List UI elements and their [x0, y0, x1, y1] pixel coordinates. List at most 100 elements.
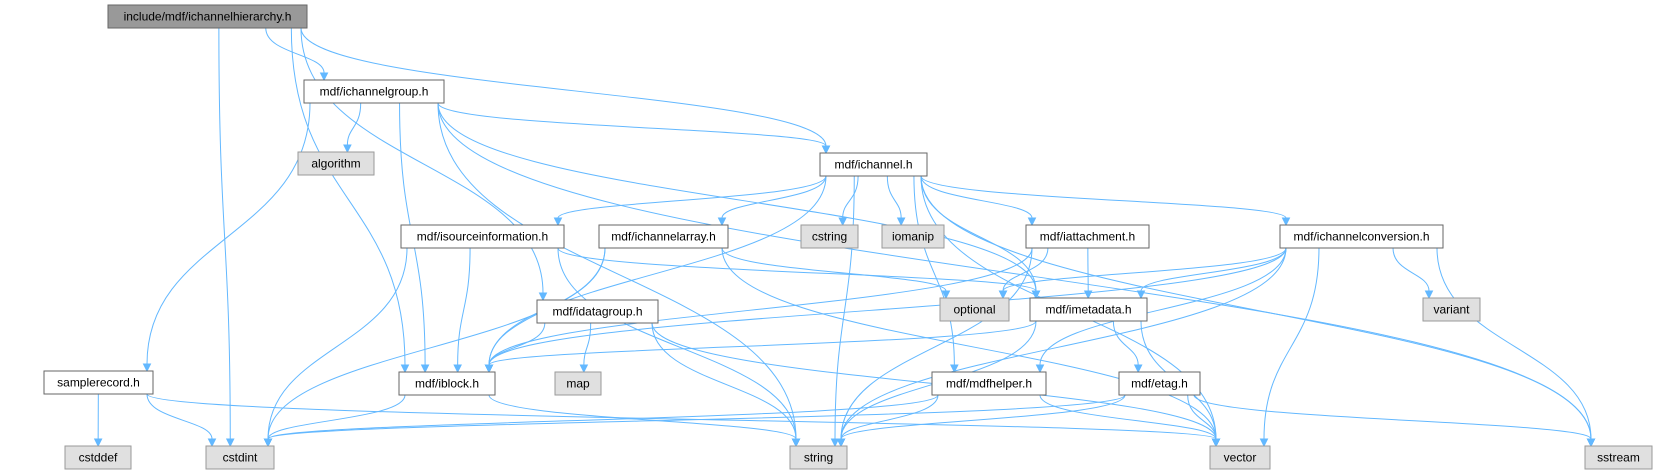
node-vector[interactable]: vector [1209, 445, 1271, 470]
node-iomanip[interactable]: iomanip [881, 224, 945, 249]
edge-arrowhead-etag-to-sstream [1586, 438, 1596, 448]
edge-arrowhead-ichannel-to-mdfhelper [950, 364, 959, 374]
edge-arrowhead-iattachment-to-imetadata [1083, 290, 1093, 300]
edge-etag-to-string [840, 394, 1126, 440]
node-box-cstring [800, 224, 859, 249]
node-label-etag: mdf/etag.h [1131, 377, 1188, 391]
node-mdfhelper[interactable]: mdf/mdfhelper.h [931, 371, 1047, 396]
edge-ichannel-to-cstring [842, 175, 859, 219]
node-box-string [789, 445, 848, 470]
edge-ichannelconversion-to-optional [1002, 247, 1287, 292]
node-ichannelgroup[interactable]: mdf/ichannelgroup.h [303, 79, 445, 104]
node-label-mdfhelper: mdf/mdfhelper.h [946, 377, 1032, 391]
edges-layer [93, 27, 1596, 448]
edge-arrowhead-ichannelgroup-to-algorithm [343, 144, 352, 154]
edge-arrowhead-etag-to-cstdint [263, 438, 273, 448]
node-label-cstring: cstring [812, 230, 847, 244]
edge-arrowhead-ichannelarray-to-optional [941, 290, 951, 300]
node-label-ichannelgroup: mdf/ichannelgroup.h [320, 85, 429, 99]
node-cstring[interactable]: cstring [800, 224, 859, 249]
edge-arrowhead-ichannelconversion-to-optional [998, 290, 1008, 300]
node-label-map: map [566, 377, 590, 391]
edge-arrowhead-ichannel-to-iomanip [896, 217, 906, 227]
edge-arrowhead-ichannelconversion-to-vector [1259, 438, 1269, 448]
edge-ichannelconversion-to-imetadata [1140, 247, 1287, 292]
edge-etag-to-vector [1187, 394, 1217, 440]
node-box-iomanip [881, 224, 945, 249]
edge-ichannel-to-iblock [488, 175, 827, 366]
node-label-string: string [804, 451, 833, 465]
edge-ichannel-to-sstream [920, 175, 1592, 440]
edge-ichannel-to-isourceinformation [557, 175, 827, 219]
edge-iblock-to-string [488, 394, 797, 440]
edge-arrowhead-root-to-idatagroup [538, 292, 548, 302]
node-map[interactable]: map [554, 371, 602, 396]
edge-ichannelconversion-to-vector [1263, 247, 1320, 440]
node-etag[interactable]: mdf/etag.h [1118, 371, 1201, 396]
edge-arrowhead-ichannel-to-ichannelarray [717, 217, 727, 227]
node-box-map [554, 371, 602, 396]
node-cstddef[interactable]: cstddef [64, 445, 132, 470]
node-label-iomanip: iomanip [892, 230, 934, 244]
edge-arrowhead-root-to-iblock [400, 364, 410, 374]
node-box-ichannelconversion [1279, 224, 1444, 249]
edge-idatagroup-to-string [651, 322, 797, 440]
edge-samplerecord-to-cstdint [146, 393, 213, 440]
node-iattachment[interactable]: mdf/iattachment.h [1025, 224, 1150, 249]
node-ichannelconversion[interactable]: mdf/ichannelconversion.h [1279, 224, 1444, 249]
nodes-layer: include/mdf/ichannelhierarchy.h mdf/ichan… [43, 4, 1653, 470]
edge-arrowhead-ichannelconversion-to-imetadata [1136, 290, 1146, 300]
edge-arrowhead-ichannel-to-string [830, 438, 840, 448]
node-box-cstdint [205, 445, 275, 470]
node-label-optional: optional [953, 303, 995, 317]
edge-arrowhead-root-to-ichannelgroup [319, 72, 329, 82]
edge-etag-to-sstream [1193, 394, 1592, 440]
node-label-cstdint: cstdint [223, 451, 258, 465]
node-isourceinformation[interactable]: mdf/isourceinformation.h [400, 224, 565, 249]
node-box-samplerecord [43, 370, 154, 395]
node-string[interactable]: string [789, 445, 848, 470]
edge-ichannelconversion-to-string [840, 247, 1287, 440]
node-variant[interactable]: variant [1422, 297, 1481, 322]
node-algorithm[interactable]: algorithm [297, 151, 375, 176]
node-optional[interactable]: optional [939, 297, 1010, 322]
node-cstdint[interactable]: cstdint [205, 445, 275, 470]
edge-imetadata-to-iblock [488, 320, 1037, 366]
edge-ichannelconversion-to-mdfhelper [1039, 247, 1287, 366]
edge-arrowhead-root-to-cstdint [225, 438, 235, 448]
node-iblock[interactable]: mdf/iblock.h [398, 371, 496, 396]
edge-arrowhead-ichannelconversion-to-mdfhelper [1035, 364, 1045, 374]
edge-arrowhead-iblock-to-string [791, 438, 801, 448]
node-ichannelarray[interactable]: mdf/ichannelarray.h [598, 224, 729, 249]
node-box-iblock [398, 371, 496, 396]
edge-ichannel-to-string [834, 175, 855, 440]
node-label-ichannel: mdf/ichannel.h [834, 158, 912, 172]
node-label-iattachment: mdf/iattachment.h [1040, 230, 1135, 244]
node-label-iblock: mdf/iblock.h [415, 377, 479, 391]
edge-arrowhead-isourceinformation-to-imetadata [1031, 290, 1041, 300]
edge-iattachment-to-optional [1002, 247, 1049, 292]
edge-idatagroup-to-map [583, 322, 592, 366]
node-label-samplerecord: samplerecord.h [57, 376, 140, 390]
edge-root-to-cstdint [218, 27, 231, 440]
edge-arrowhead-ichannelgroup-to-iblock [420, 364, 430, 374]
node-label-algorithm: algorithm [311, 157, 360, 171]
edge-root-to-ichannelgroup [265, 27, 325, 74]
edge-iblock-to-cstdint [267, 394, 406, 440]
edge-etag-to-cstdint [267, 394, 1126, 440]
edge-ichannelarray-to-optional [721, 247, 947, 292]
edge-isourceinformation-to-imetadata [557, 247, 1037, 292]
node-root[interactable]: include/mdf/ichannelhierarchy.h [107, 4, 308, 29]
edge-ichannel-to-iomanip [886, 175, 902, 219]
node-label-sstream: sstream [1597, 451, 1640, 465]
node-label-variant: variant [1433, 303, 1470, 317]
node-box-cstddef [64, 445, 132, 470]
node-samplerecord[interactable]: samplerecord.h [43, 370, 154, 395]
node-sstream[interactable]: sstream [1584, 445, 1653, 470]
node-imetadata[interactable]: mdf/imetadata.h [1029, 297, 1148, 322]
node-box-etag [1118, 371, 1201, 396]
edge-arrowhead-ichannelgroup-to-samplerecord [142, 363, 152, 373]
node-idatagroup[interactable]: mdf/idatagroup.h [536, 299, 659, 324]
node-ichannel[interactable]: mdf/ichannel.h [819, 152, 928, 177]
edge-isourceinformation-to-string [557, 247, 797, 440]
